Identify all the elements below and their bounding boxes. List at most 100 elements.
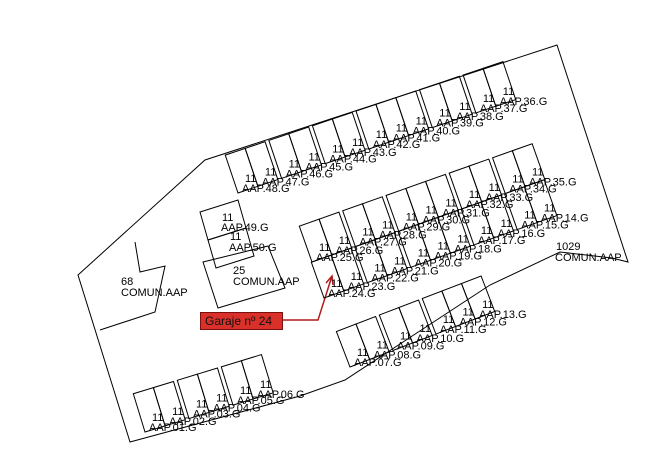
parking-spot-21[interactable] [373, 232, 408, 277]
spot-code: 11 [362, 227, 373, 239]
spot-code: 11 [544, 203, 555, 215]
spot-label: AAP.44.G [329, 154, 377, 166]
parking-spot-43[interactable] [331, 111, 366, 158]
common-25-label: COMUN.AAP [233, 276, 300, 288]
spot-label: AAP.03.G [193, 409, 241, 421]
spot-label: AAP.16.G [498, 228, 546, 240]
spot-code: 11 [438, 240, 449, 252]
spot-code: 11 [265, 166, 276, 178]
spot-label: AAP.12.G [459, 317, 507, 329]
spot-code: 11 [172, 406, 183, 418]
spot-label: AAP.34.G [509, 184, 557, 196]
spot-code: 11 [196, 399, 207, 411]
spot-code: 11 [459, 101, 470, 113]
spot-49-label: AAP.49.G [221, 222, 269, 234]
spot-label: AAP.01.G [149, 422, 197, 434]
spot-code: 11 [396, 122, 407, 134]
spot-code: 11 [376, 129, 387, 141]
spot-label: AAP.13.G [479, 309, 526, 321]
spot-code: 11 [524, 210, 535, 222]
parking-spot-13[interactable] [460, 275, 496, 320]
spot-label: AAP.38.G [456, 111, 504, 123]
spot-49-code: 11 [222, 212, 233, 224]
spot-label: AAP.08.G [374, 349, 422, 361]
parking-spot-10[interactable] [398, 299, 433, 344]
spot-label: AAP.35.G [529, 177, 577, 189]
spot-code: 11 [482, 299, 493, 311]
spot-50-code: 11 [230, 231, 241, 243]
spot-label: AAP.14.G [541, 213, 589, 225]
common-area-68-boundary [99, 241, 166, 331]
parking-spot-04[interactable] [196, 367, 230, 414]
spot-code: 11 [400, 331, 411, 343]
spot-label: AAP.11.G [440, 324, 487, 336]
spot-code: 11 [418, 247, 429, 259]
spot-label: AAP.19.G [435, 250, 483, 262]
spot-code: 11 [319, 242, 330, 254]
spot-label: AAP.33.G [486, 192, 534, 204]
spot-label: AAP.15.G [521, 220, 569, 232]
spot-label: AAP.20.G [415, 257, 463, 269]
parking-spots: 11AAP.48.G11AAP.47.G11AAP.46.G11AAP.45.G… [132, 61, 589, 434]
spot-label: AAP.06.G [257, 389, 305, 401]
spot-label: AAP.43.G [349, 147, 397, 159]
spot-label: AAP.05.G [237, 395, 285, 407]
spot-label: AAP.23.G [348, 281, 396, 293]
spot-code: 11 [394, 256, 405, 268]
spot-label: AAP.45.G [306, 162, 354, 174]
common-68-label: COMUN.AAP [121, 287, 188, 299]
spot-code: 11 [469, 189, 480, 201]
parking-spot-08[interactable] [355, 315, 390, 361]
parking-spot-45[interactable] [288, 126, 323, 173]
parking-spot-18[interactable] [436, 209, 471, 254]
parking-spot-06[interactable] [240, 353, 274, 400]
spot-label: AAP.04.G [213, 402, 261, 414]
spot-label: AAP.28.G [379, 230, 427, 242]
spot-code: 11 [152, 412, 163, 424]
spot-code: 11 [382, 220, 393, 232]
spot-code: 11 [216, 392, 227, 404]
parking-spot-47[interactable] [244, 141, 279, 187]
spot-code: 11 [240, 385, 251, 397]
spot-label: AAP.37.G [480, 103, 528, 115]
spot-code: 11 [501, 218, 512, 230]
spot-code: 11 [420, 323, 431, 335]
parking-spot-02[interactable] [152, 380, 186, 427]
common-25-code: 25 [233, 265, 245, 277]
parking-spot-16[interactable] [480, 194, 515, 239]
spot-label: AAP.39.G [436, 118, 484, 130]
spot-label: AAP.31.G [442, 207, 490, 219]
spot-code: 11 [439, 108, 450, 120]
spot-code: 11 [457, 233, 468, 245]
spot-code: 11 [374, 263, 385, 275]
spot-label: AAP.17.G [478, 235, 526, 247]
spot-code: 11 [289, 158, 300, 170]
spot-label: AAP.22.G [371, 273, 419, 285]
spot-code: 11 [339, 235, 350, 247]
spot-label: AAP.21.G [391, 266, 439, 278]
spot-label: AAP.07.G [354, 357, 402, 369]
spot-label: AAP.26.G [336, 245, 384, 257]
parking-spot-38[interactable] [438, 75, 473, 122]
spot-code: 11 [245, 173, 256, 185]
spot-code: 11 [489, 182, 500, 194]
spot-label: AAP.18.G [454, 243, 502, 255]
common-1029-code: 1029 [556, 241, 580, 253]
spot-code: 11 [443, 314, 454, 326]
common-68-code: 68 [121, 276, 133, 288]
common-1029-label: COMUN.AAP [555, 252, 622, 264]
spot-label: AAP.24.G [328, 288, 376, 300]
spot-code: 11 [512, 174, 523, 186]
spot-code: 11 [309, 152, 320, 164]
garage-24-callout[interactable]: Garaje nº 24 [200, 312, 283, 330]
spot-label: AAP.32.G [466, 199, 514, 211]
parking-spot-23[interactable] [330, 247, 365, 292]
annotation-arrowhead [325, 274, 334, 286]
spot-50 [207, 227, 255, 269]
parking-spot-14[interactable] [523, 179, 558, 224]
spot-label: AAP.10.G [417, 333, 465, 345]
parking-spot-36[interactable] [482, 61, 517, 107]
spot-code: 11 [331, 278, 342, 290]
parking-spot-40[interactable] [395, 90, 430, 137]
